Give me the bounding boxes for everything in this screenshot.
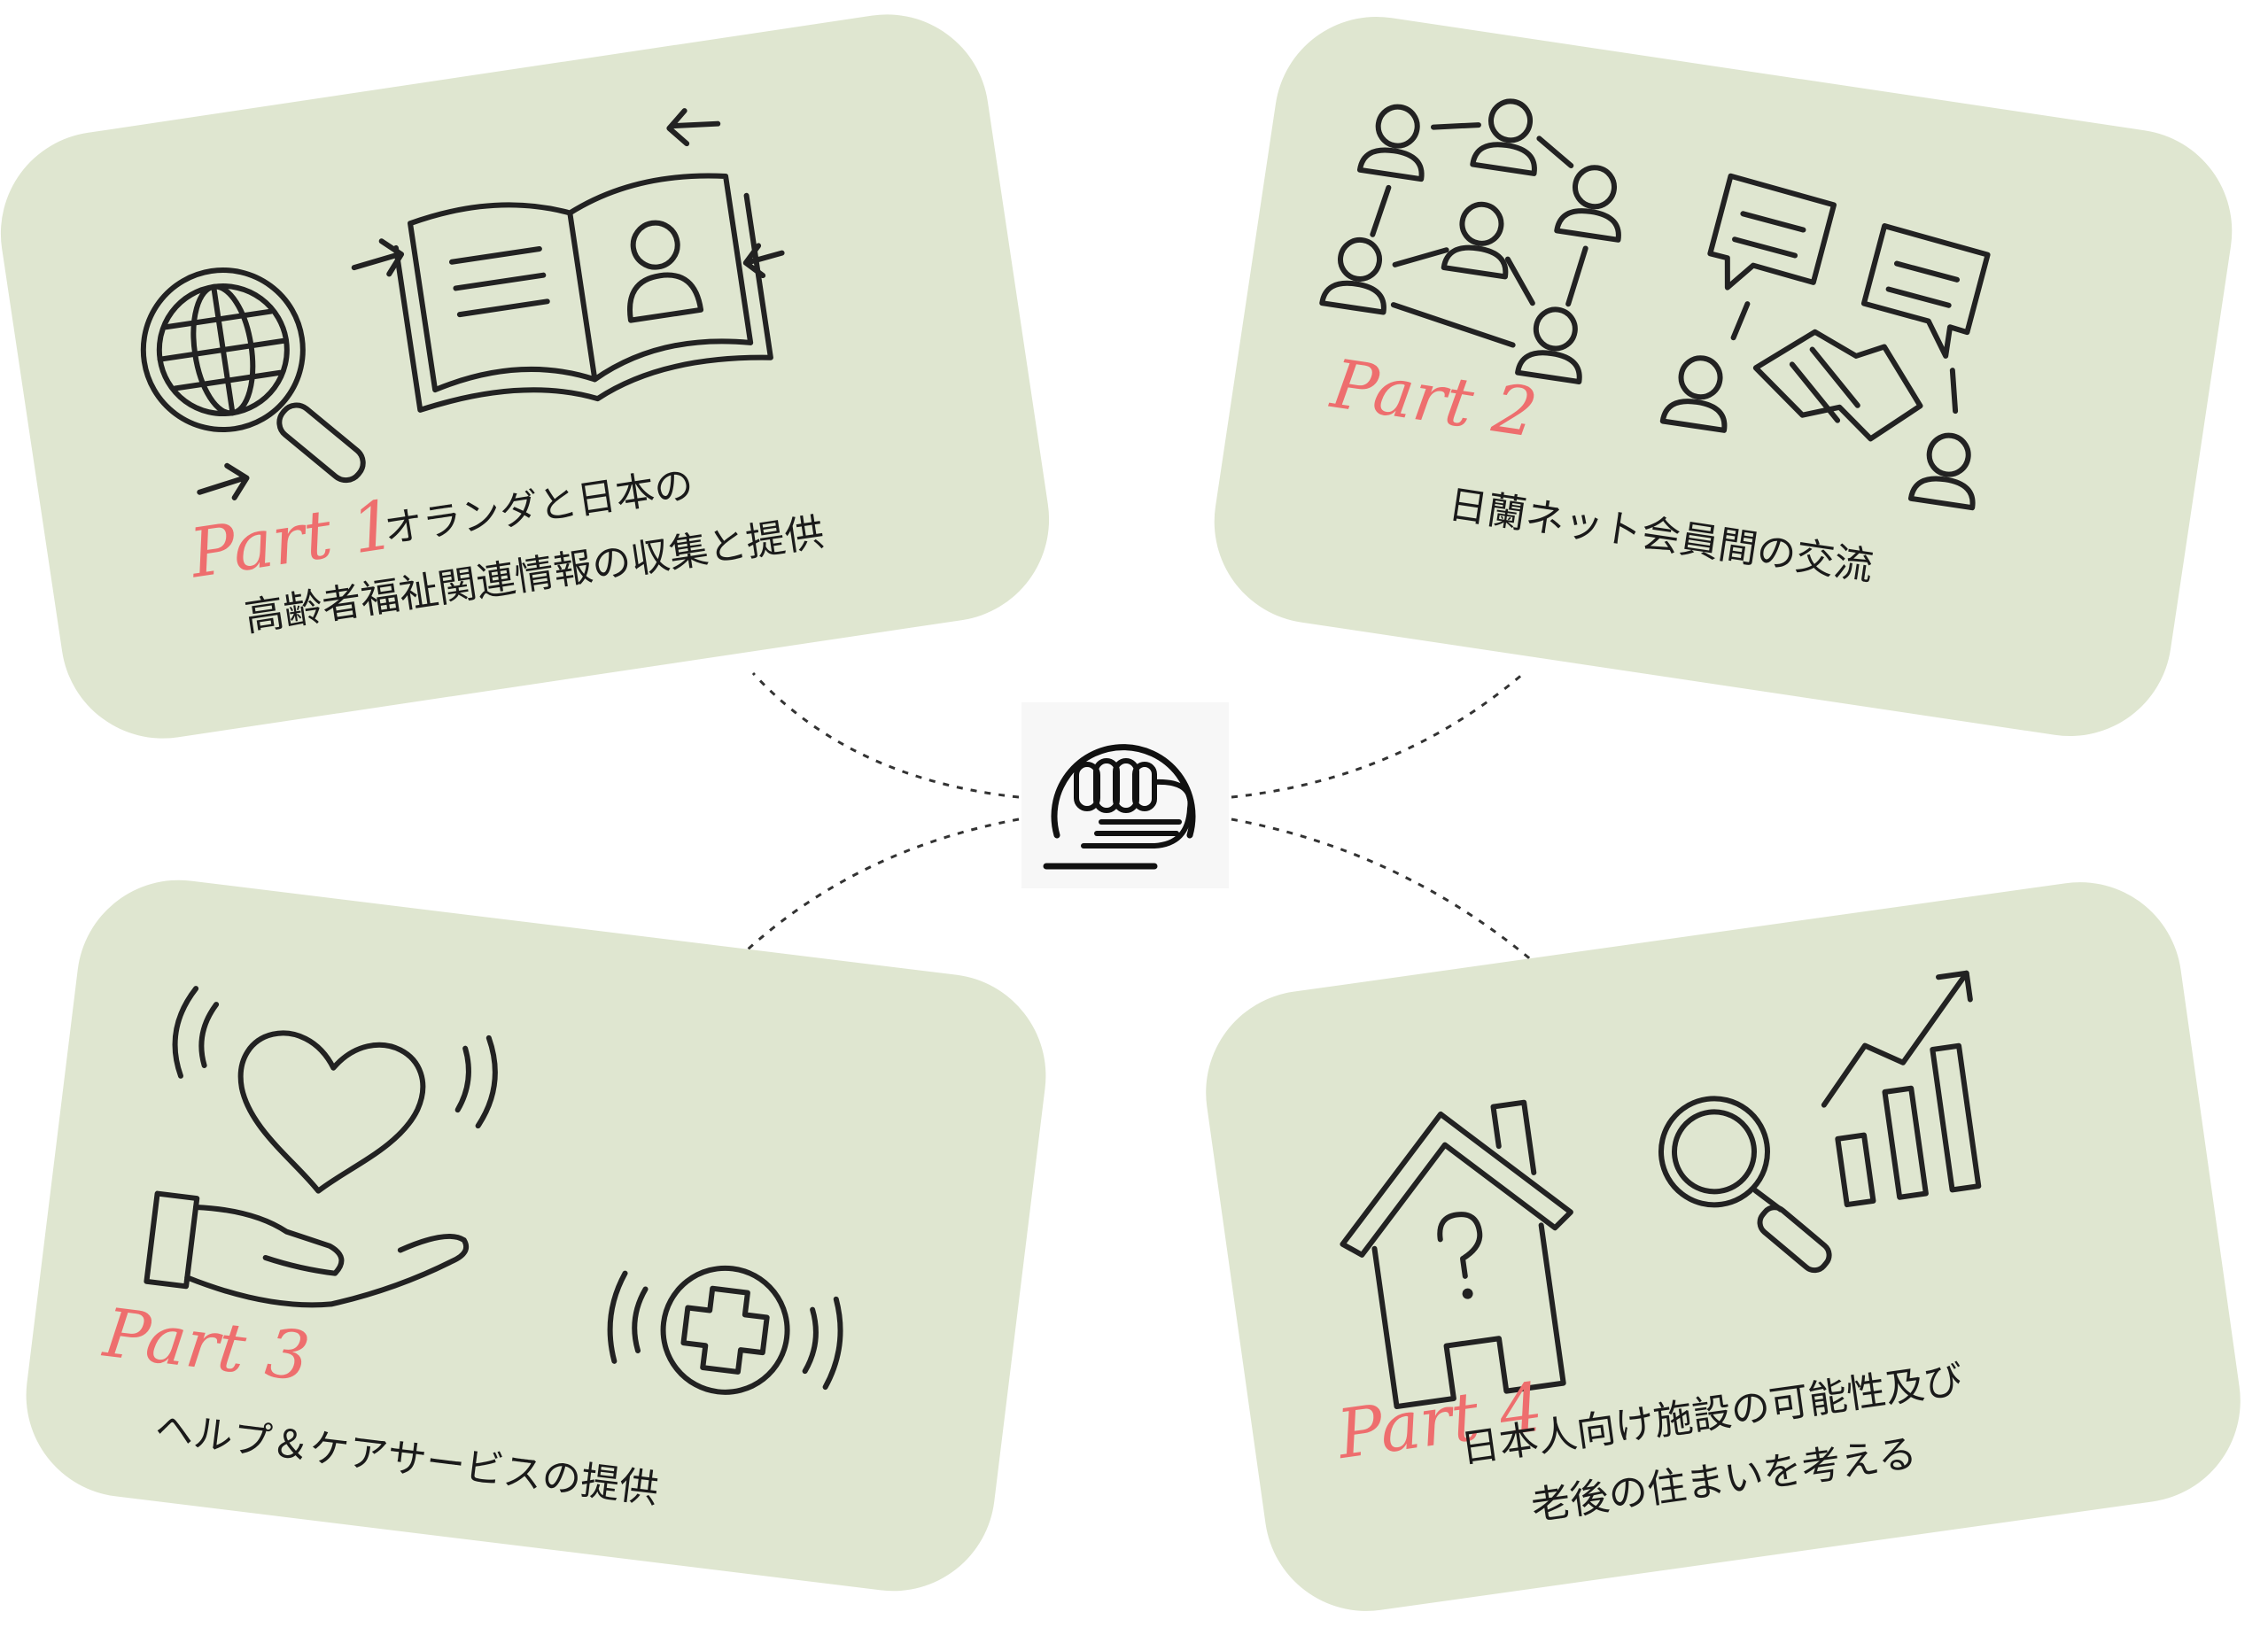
hand-in-circle-logo-icon: [1043, 744, 1196, 870]
heart-in-hand-icon: [144, 986, 498, 1308]
part-1-illustration: [140, 108, 785, 500]
medical-cross-icon: [607, 1265, 843, 1395]
open-book-profile-icon: [392, 173, 773, 413]
magnifier-icon: [1658, 1096, 1832, 1274]
arrow-icon: [197, 108, 785, 500]
center-logo: [1021, 702, 1229, 888]
part-2-illustration: [1319, 98, 1991, 511]
part-4-card: Part 4 日本人向け施設の可能性及び 老後の住まいを考える: [1192, 869, 2254, 1624]
house-question-icon: [1340, 1099, 1573, 1410]
speech-bubble-icon: [1707, 173, 1991, 359]
globe-magnifier-icon: [140, 267, 366, 484]
connector-to-part-4: [1231, 818, 1534, 963]
part-2-card: Part 2 日蘭ネット会員間の交流: [1200, 3, 2247, 750]
connector-to-part-3: [734, 818, 1020, 963]
part-4-illustration: [1340, 970, 1982, 1410]
people-network-icon: [1319, 98, 1621, 385]
handshake-icon: [1659, 301, 1976, 511]
part-1-card: Part 1 オランダと日本の 高齢者福祉関連情報の収集と提供: [0, 0, 1063, 753]
bar-chart-growth-icon: [1821, 970, 1982, 1208]
connector-to-part-2: [1231, 671, 1525, 799]
connector-to-part-1: [751, 671, 1020, 799]
part-3-card: Part 3 ヘルプ＆ケアサービスの提供: [14, 868, 1058, 1603]
part-3-illustration: [144, 986, 843, 1395]
